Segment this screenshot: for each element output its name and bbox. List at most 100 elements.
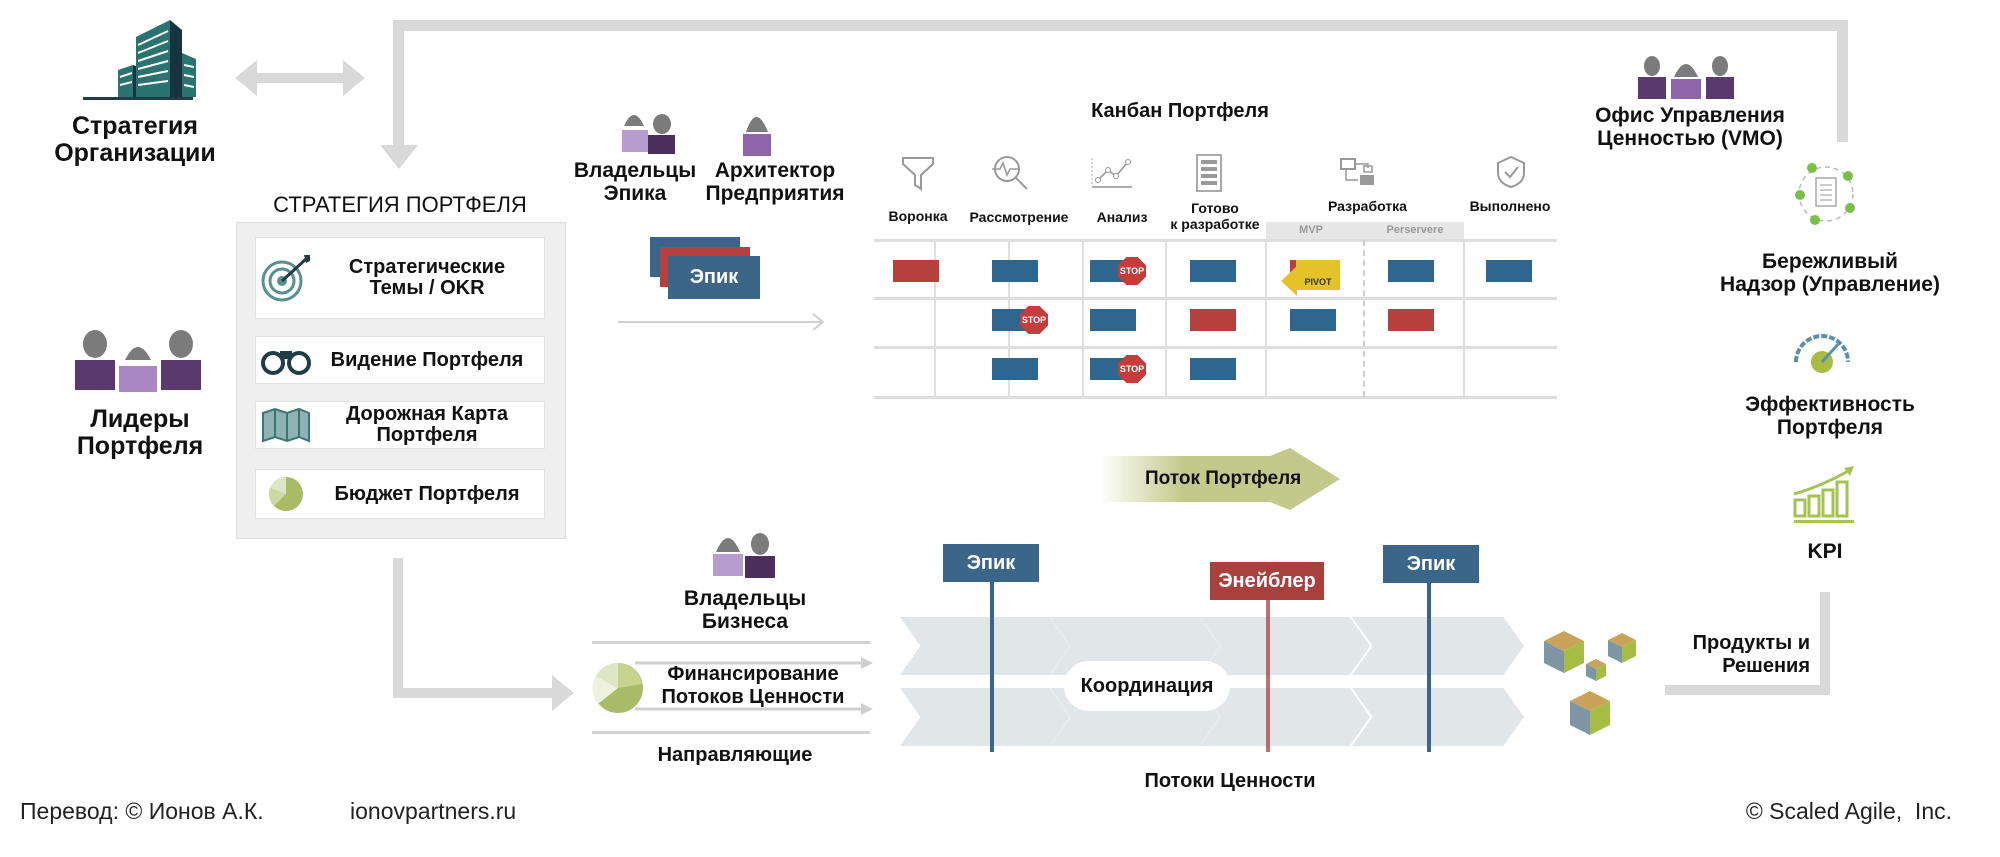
business-owners-icon (713, 533, 775, 578)
stop-sign-icon: STOP (1118, 257, 1146, 285)
down-arrow-icon (380, 145, 418, 169)
kanban-card[interactable] (1290, 309, 1336, 331)
enterprise-architect-label: Архитектор Предприятия (705, 159, 845, 205)
top-connector-horizontal (393, 20, 1848, 31)
value-stream-enabler-tag[interactable]: Энейблер (1210, 562, 1324, 600)
kanban-column-analysis[interactable]: Анализ (1096, 209, 1148, 225)
kanban-column-review[interactable]: Рассмотрение (969, 209, 1069, 225)
speedometer-icon (1794, 334, 1850, 373)
kanban-title: Канбан Портфеля (1091, 100, 1269, 122)
kanban-grid-line (874, 297, 1557, 300)
value-stream-segment (900, 688, 1070, 746)
strategy-item-budget[interactable]: Бюджет Портфеля (255, 469, 545, 519)
bottom-connector-horizontal (393, 688, 553, 698)
kanban-card[interactable] (1190, 260, 1236, 282)
kanban-column-funnel[interactable]: Воронка (888, 208, 948, 224)
kanban-card[interactable] (1090, 309, 1136, 331)
kanban-subcolumn-mvp: MVP (1299, 224, 1323, 236)
double-arrow-icon (235, 60, 365, 96)
enabler-pin-line (1266, 596, 1270, 752)
kanban-grid-line (934, 240, 936, 397)
kanban-card[interactable] (1486, 260, 1532, 282)
funding-arrow-top (635, 657, 873, 669)
kanban-column-ready[interactable]: Готово к разработке (1170, 200, 1260, 232)
clipboard-cycle-icon (1795, 163, 1855, 225)
buildings-icon (83, 20, 196, 100)
magnifier-pulse-icon (992, 156, 1028, 190)
coordination-pill: Координация (1064, 661, 1230, 711)
line-chart-icon (1091, 158, 1132, 188)
kanban-grid-line (1082, 240, 1084, 397)
growth-bars-icon (1793, 466, 1854, 523)
kanban-card[interactable] (1388, 309, 1434, 331)
strategy-item-vision[interactable]: Видение Портфеля (255, 336, 545, 384)
epic-pin-line (1427, 580, 1431, 752)
kanban-card[interactable] (1190, 309, 1236, 331)
stop-sign-icon: STOP (1118, 355, 1146, 383)
products-connector-vertical (1820, 592, 1830, 694)
portfolio-flow-label: Поток Портфеля (1145, 468, 1302, 489)
stop-sign-icon: STOP (1020, 306, 1048, 334)
kanban-subcolumn-perservere: Perservere (1386, 224, 1444, 236)
target-icon (256, 253, 316, 303)
kanban-column-done[interactable]: Выполнено (1469, 198, 1551, 214)
map-icon (256, 400, 316, 450)
kanban-grid-line (874, 239, 1557, 242)
enterprise-architect-icon (743, 117, 771, 156)
business-owners-label: Владельцы Бизнеса (683, 587, 807, 633)
portfolio-leaders-label: Лидеры Портфеля (76, 405, 204, 460)
value-stream-epic-tag[interactable]: Эпик (1383, 545, 1479, 583)
epic-flow-arrow (618, 313, 825, 331)
value-stream-segment (1352, 688, 1524, 746)
kanban-card[interactable] (893, 260, 939, 282)
vmo-label: Офис Управления Ценностью (VMO) (1595, 104, 1785, 150)
footer-translation: Перевод: © Ионов А.К. (20, 798, 264, 824)
products-connector-horizontal (1665, 685, 1830, 695)
footer-copyright: © Scaled Agile, Inc. (1745, 798, 1952, 824)
top-connector-right-vertical (1837, 20, 1848, 142)
vmo-people-icon (1638, 56, 1734, 99)
guardrails-label: Направляющие (657, 744, 813, 766)
portfolio-performance-label: Эффективность Портфеля (1745, 393, 1915, 439)
bottom-connector-vertical (393, 558, 403, 698)
kanban-column-development[interactable]: Разработка (1328, 198, 1407, 214)
cubes-icon (1544, 631, 1636, 735)
kanban-card[interactable] (1190, 358, 1236, 380)
funding-arrow-bottom (635, 703, 873, 715)
epic-owners-label: Владельцы Эпика (573, 159, 697, 205)
guardrail-line-bottom (592, 731, 870, 734)
org-strategy-label: Стратегия Организации (54, 112, 216, 167)
value-stream-segment (1200, 688, 1370, 746)
kanban-subheader-bg (1266, 222, 1464, 240)
value-streams-label: Потоки Ценности (1144, 770, 1316, 792)
kanban-grid-line (1463, 240, 1465, 397)
value-stream-epic-tag[interactable]: Эпик (943, 544, 1039, 582)
pie-chart-icon (592, 662, 643, 713)
kanban-dashed-line (1363, 240, 1365, 397)
epic-owners-icon (622, 114, 675, 154)
value-stream-segment (900, 617, 1070, 675)
pie-chart-icon (256, 469, 316, 519)
shield-check-icon (1497, 155, 1525, 189)
list-icon (1196, 154, 1222, 192)
binoculars-icon (256, 335, 316, 385)
value-stream-segment (1200, 617, 1370, 675)
kanban-card[interactable] (1388, 260, 1434, 282)
top-connector-left-vertical (393, 20, 404, 150)
epic-pin-line (990, 580, 994, 752)
kpi-label: KPI (1807, 540, 1843, 563)
workflow-icon (1340, 158, 1374, 185)
right-arrow-icon (552, 675, 574, 711)
epic-card-front[interactable]: Эпик (668, 256, 760, 299)
footer-site-link[interactable]: ionovpartners.ru (350, 798, 517, 824)
kanban-card[interactable] (992, 260, 1038, 282)
kanban-grid-line (1265, 240, 1267, 397)
lean-governance-label: Бережливый Надзор (Управление) (1720, 250, 1940, 296)
products-label: Продукты и Решения (1692, 632, 1810, 677)
kanban-card[interactable] (992, 358, 1038, 380)
guardrail-line-top (592, 641, 870, 644)
funnel-icon (902, 157, 934, 191)
